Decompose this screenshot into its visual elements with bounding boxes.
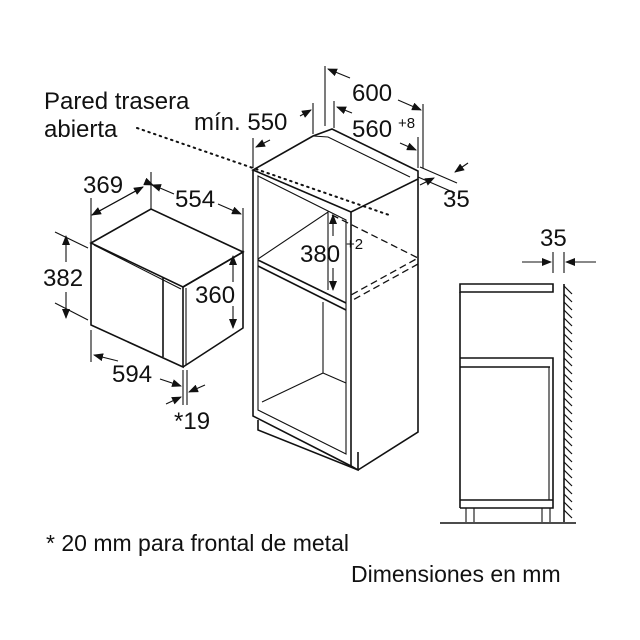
appliance-body-height-label: 360 xyxy=(195,282,235,309)
niche-height-label: 380 xyxy=(300,241,340,268)
cabinet-width-label: 600 xyxy=(352,80,392,107)
units-note: Dimensiones en mm xyxy=(351,561,561,587)
rear-wall-label-line1: Pared trasera xyxy=(44,88,190,115)
cabinet-dimensions xyxy=(252,66,469,291)
footnote: * 20 mm para frontal de metal xyxy=(46,530,349,556)
side-offset-label: 35 xyxy=(443,186,470,213)
microwave-dimensions xyxy=(54,172,244,405)
appliance-width-label: 554 xyxy=(175,186,215,213)
niche-height-tolerance: +2 xyxy=(346,236,363,253)
appliance-front-width-label: 594 xyxy=(112,361,152,388)
tall-cabinet xyxy=(251,128,420,472)
niche-width-label: 560 xyxy=(352,116,392,143)
appliance-height-label: 382 xyxy=(43,265,83,292)
min-depth-label: mín. 550 xyxy=(194,109,287,136)
wall-hatching xyxy=(563,285,573,519)
rear-wall-label-line2: abierta xyxy=(44,116,118,143)
front-thickness-label: *19 xyxy=(174,408,210,435)
side-view xyxy=(440,252,596,524)
appliance-depth-label: 369 xyxy=(83,172,123,199)
niche-width-tolerance: +8 xyxy=(398,115,415,132)
side-view-gap-label: 35 xyxy=(540,225,567,252)
